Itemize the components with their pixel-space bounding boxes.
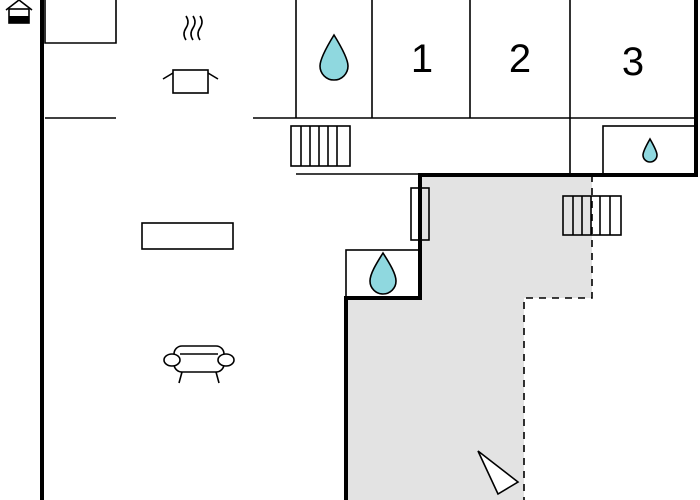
bedroom-1-number: 1 — [411, 37, 433, 81]
water-drop-icon — [319, 33, 349, 81]
radiator-icon — [562, 195, 622, 236]
bedroom-2-number: 2 — [509, 37, 531, 81]
radiator-icon — [290, 125, 351, 167]
home-icon — [5, 0, 33, 24]
sofa-icon — [163, 345, 235, 384]
terrace-area — [346, 175, 593, 500]
table-icon — [141, 222, 234, 250]
compass-arrow-icon — [477, 450, 520, 496]
bedroom-3-number: 3 — [622, 40, 644, 84]
interior-walls — [44, 0, 697, 176]
water-drop-icon — [642, 137, 658, 163]
water-drop-icon — [345, 249, 421, 299]
cooking-pot-icon — [162, 15, 219, 94]
wall-opening — [410, 187, 430, 241]
